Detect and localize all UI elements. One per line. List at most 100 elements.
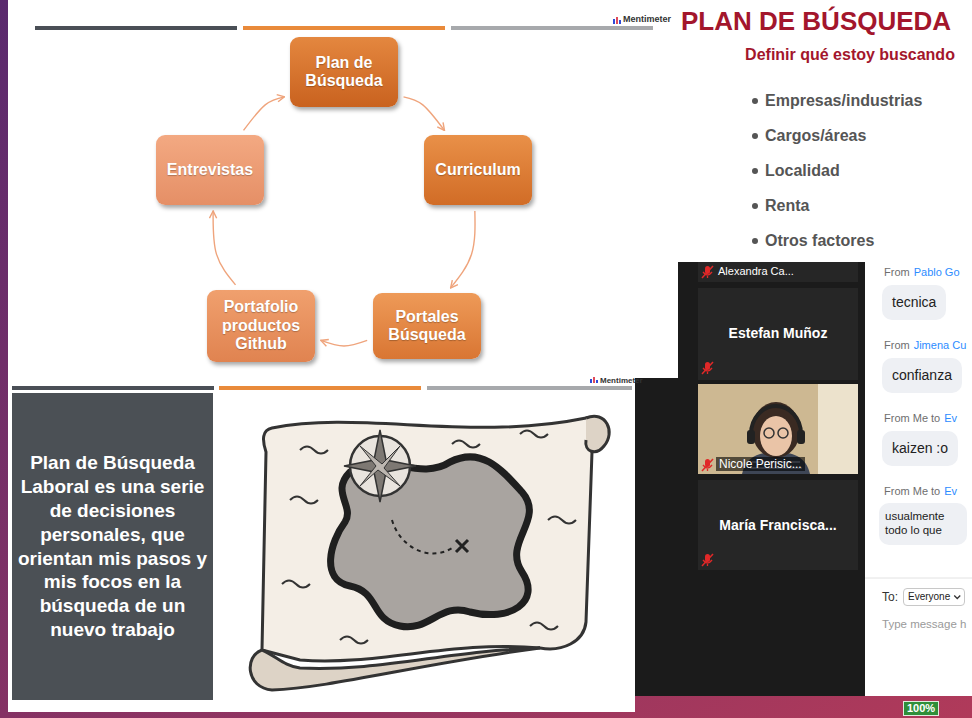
wave: [290, 497, 318, 504]
person-face: [760, 416, 792, 456]
wave: [548, 517, 576, 524]
cycle-arrow: [451, 211, 475, 288]
process-box: Entrevistas: [156, 135, 264, 205]
map-route: [392, 520, 452, 553]
wave: [340, 637, 368, 644]
icon-bar: [596, 380, 598, 383]
participant-tile: [698, 262, 858, 282]
map-parchment: [262, 418, 603, 661]
participant-tile: [698, 480, 858, 570]
mic-slash: [702, 266, 713, 278]
chat-panel: [865, 262, 972, 696]
chat-divider: [865, 578, 972, 579]
bullet-dot: [752, 168, 758, 174]
treasure-map: [250, 416, 609, 690]
video-wall: [698, 384, 858, 474]
box-text: Curriculum: [435, 161, 520, 179]
map-waves: [282, 431, 576, 644]
box-text: Portafolio productos Github: [213, 298, 309, 353]
icon-bar: [619, 20, 621, 24]
chat-sender: Ev: [944, 412, 957, 425]
glasses: [764, 428, 774, 438]
chat-meta: From Me to: [884, 412, 940, 425]
box-text: Plan de Búsqueda: [296, 54, 392, 91]
glasses: [778, 428, 788, 438]
wave: [282, 581, 310, 588]
message-placeholder: Type message h: [882, 618, 966, 632]
icon-bar: [593, 377, 595, 383]
box-text: Entrevistas: [167, 161, 253, 179]
slide-rule: [427, 386, 632, 390]
chat-bubble: confianza: [882, 358, 962, 393]
map-x-mark: [456, 540, 468, 552]
bullet-item: Renta: [765, 196, 809, 215]
slide-title: PLAN DE BÚSQUEDA: [681, 6, 951, 37]
chat-sender: Pablo Go: [914, 266, 960, 279]
process-box: Plan de Búsqueda: [290, 37, 398, 107]
bullet-item: Empresas/industrias: [765, 91, 922, 110]
cycle-arrow: [404, 97, 445, 131]
brand-icon: [613, 17, 621, 24]
wave: [530, 623, 558, 630]
cycle-arrow: [244, 97, 285, 131]
muted-mic-icon: [702, 459, 713, 471]
process-box: Portafolio productos Github: [207, 290, 315, 362]
scroll-roll: [250, 648, 540, 690]
mic-slash: [702, 554, 713, 566]
cycle-arrow: [321, 340, 367, 346]
slide-rule: [35, 26, 237, 30]
brand-name: Mentimeter: [600, 376, 643, 386]
dropdown-chevron: [954, 596, 960, 599]
participant-name: María Francisca...: [719, 517, 837, 534]
process-box: Portales Búsqueda: [373, 293, 481, 359]
bullet-dot: [752, 203, 758, 209]
muted-mic-icon: [702, 266, 713, 278]
wave: [520, 431, 548, 438]
slide-rule: [243, 26, 445, 30]
participant-name: Estefan Muñoz: [729, 325, 828, 342]
chat-recipient-label: To:: [882, 590, 898, 604]
recipient-select: Everyone: [903, 588, 965, 606]
compass-star: [360, 446, 400, 486]
bullet-dot: [752, 238, 758, 244]
chat-bubble: tecnica: [882, 285, 946, 320]
chat-meta: From Me to: [884, 485, 940, 498]
participant-tile: [698, 288, 858, 380]
video-window: [818, 384, 858, 474]
icon-bar: [613, 19, 615, 24]
box-text: Portales Búsqueda: [379, 308, 475, 345]
slide-rule: [451, 26, 653, 30]
chat-meta: From: [884, 266, 910, 279]
participant-name: Nicole Perisic...: [716, 457, 805, 471]
process-box: Curriculum: [424, 135, 532, 205]
chat-meta: From: [884, 339, 910, 352]
chat-sender: Jimena Cu: [914, 339, 967, 352]
scroll-roll: [586, 416, 609, 451]
bullet-item: Cargos/áreas: [765, 126, 866, 145]
slide-background: [8, 378, 635, 712]
bullet-item: Localidad: [765, 161, 840, 180]
brand-name: Mentimeter: [623, 14, 671, 25]
slide-rule: [12, 386, 214, 390]
participant-name: Alexandra Ca...: [718, 265, 794, 278]
muted-mic-icon: [702, 554, 713, 566]
muted-mic-icon: [702, 362, 713, 374]
slide-background: [8, 0, 678, 378]
chat-bubble: kaizen :o: [882, 431, 958, 466]
bullet-dot: [752, 133, 758, 139]
person-hair: [752, 402, 800, 458]
compass-star: [344, 430, 416, 502]
mic-slash: [702, 362, 713, 374]
video-feed: [698, 384, 858, 474]
slide-background: [678, 0, 972, 262]
icon-bar: [616, 17, 618, 24]
mic-slash: [702, 459, 713, 471]
bullet-item: Otros factores: [765, 231, 874, 250]
slide-rule: [219, 386, 421, 390]
headphones: [751, 406, 801, 434]
headphone-cup: [797, 430, 805, 444]
box-text: Plan de Búsqueda Laboral es una serie de…: [18, 451, 207, 643]
slide-subtitle: Definir qué estoy buscando: [745, 45, 955, 64]
cycle-arrow: [213, 211, 235, 285]
